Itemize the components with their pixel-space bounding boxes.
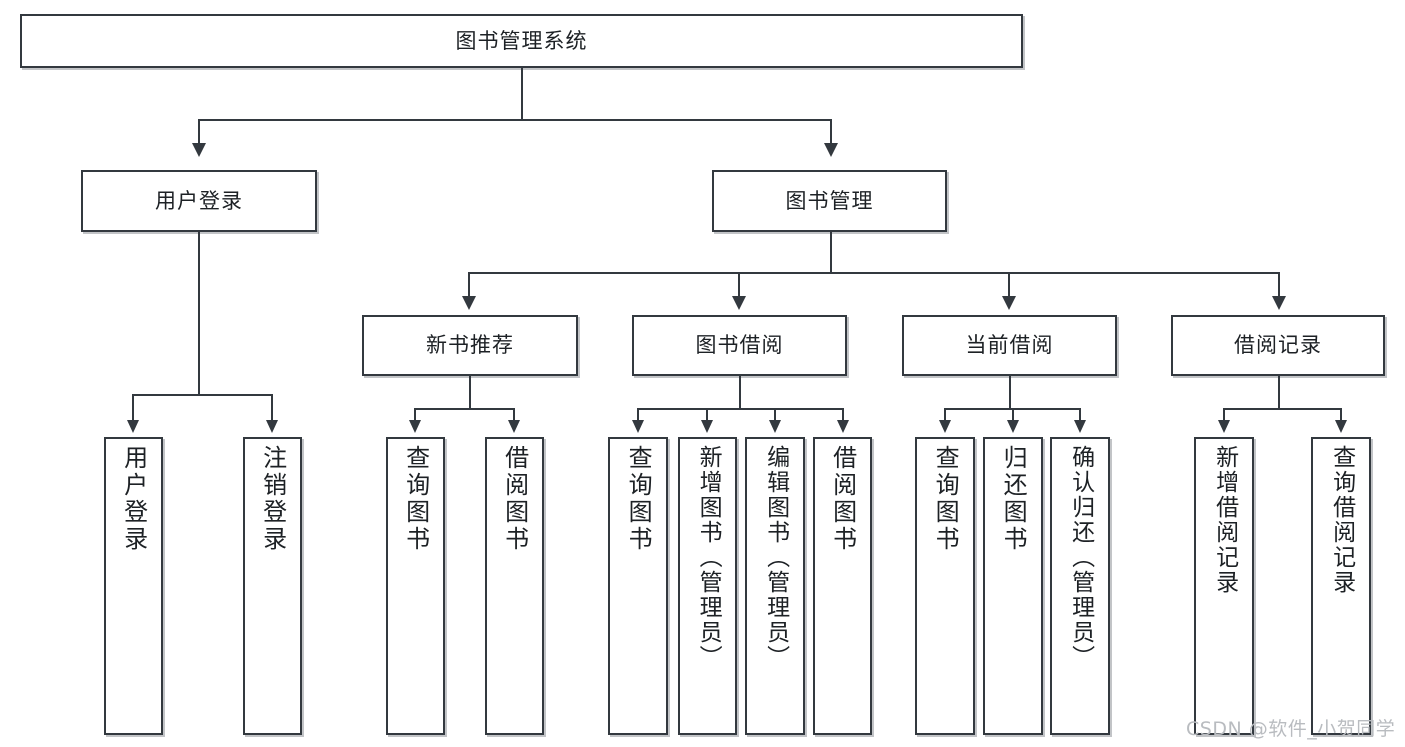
arrowhead-leaf-confirm-return — [1074, 420, 1086, 433]
node-label: 图书管理 — [785, 188, 874, 213]
node-label: 归还图书 — [999, 445, 1028, 553]
arrowhead-book-borrow — [732, 296, 746, 310]
connector-book-borrow-to-leaf-1 — [637, 408, 639, 422]
node-leaf-query-book-3[interactable]: 查询图书 — [915, 437, 975, 735]
arrowhead-leaf-borrow-book-1 — [508, 420, 520, 433]
node-label: 查询图书 — [401, 445, 430, 553]
node-label: 借阅图书 — [828, 445, 857, 553]
arrowhead-leaf-return-book — [1007, 420, 1019, 433]
connector-root-to-book-manage — [830, 119, 832, 147]
connector-user-login-to-leaf-1 — [132, 394, 134, 422]
node-label: 当前借阅 — [965, 333, 1054, 358]
connector-user-login-bus — [132, 394, 272, 396]
connector-borrow-record-to-leaf-2 — [1340, 408, 1342, 422]
node-label: 编辑图书（管理员） — [762, 445, 789, 670]
arrowhead-leaf-add-record — [1218, 420, 1230, 433]
connector-book-manage-to-borrow-record — [1278, 272, 1280, 298]
arrowhead-leaf-user-login — [127, 420, 139, 433]
arrowhead-user-login — [192, 143, 206, 157]
connector-current-borrow-to-leaf-3 — [1079, 408, 1081, 422]
node-leaf-query-book-1[interactable]: 查询图书 — [386, 437, 445, 735]
node-leaf-add-book[interactable]: 新增图书（管理员） — [678, 437, 737, 735]
node-label: 借阅图书 — [500, 445, 529, 553]
node-label: 用户登录 — [119, 445, 148, 553]
node-leaf-query-book-2[interactable]: 查询图书 — [608, 437, 668, 735]
node-leaf-confirm-return[interactable]: 确认归还（管理员） — [1050, 437, 1110, 735]
connector-root-to-user-login — [198, 119, 200, 147]
connector-borrow-record-bus — [1223, 408, 1341, 410]
connector-book-manage-bus — [468, 272, 1280, 274]
node-new-book-rec[interactable]: 新书推荐 — [362, 315, 578, 376]
node-label: 新增借阅记录 — [1211, 445, 1238, 595]
connector-book-manage-to-current-borrow — [1008, 272, 1010, 298]
node-leaf-user-login[interactable]: 用户登录 — [104, 437, 163, 735]
node-label: 确认归还（管理员） — [1067, 445, 1094, 670]
node-leaf-edit-book[interactable]: 编辑图书（管理员） — [745, 437, 805, 735]
connector-borrow-record-to-leaf-1 — [1223, 408, 1225, 422]
arrowhead-leaf-query-book-2 — [632, 420, 644, 433]
connector-current-borrow-stem — [1009, 376, 1011, 409]
node-label: 新增图书（管理员） — [695, 445, 722, 670]
node-leaf-borrow-book-2[interactable]: 借阅图书 — [813, 437, 872, 735]
connector-book-borrow-to-leaf-4 — [842, 408, 844, 422]
node-book-borrow[interactable]: 图书借阅 — [632, 315, 847, 376]
node-leaf-borrow-book-1[interactable]: 借阅图书 — [485, 437, 544, 735]
node-label: 借阅记录 — [1234, 333, 1322, 358]
connector-root-stem — [521, 68, 523, 120]
connector-borrow-record-stem — [1278, 376, 1280, 409]
connector-current-borrow-to-leaf-1 — [944, 408, 946, 422]
arrowhead-new-book-rec — [462, 296, 476, 310]
node-root-system[interactable]: 图书管理系统 — [20, 14, 1023, 68]
connector-user-login-stem — [198, 232, 200, 395]
node-label: 用户登录 — [155, 188, 243, 213]
arrowhead-leaf-add-book — [701, 420, 713, 433]
connector-book-borrow-stem — [739, 376, 741, 409]
node-label: 查询借阅记录 — [1328, 445, 1355, 595]
node-label: 图书借阅 — [695, 333, 784, 358]
arrowhead-leaf-edit-book — [769, 420, 781, 433]
connector-book-manage-to-book-borrow — [738, 272, 740, 298]
arrowhead-leaf-query-book-1 — [409, 420, 421, 433]
node-label: 查询图书 — [931, 445, 960, 553]
arrowhead-leaf-query-record — [1335, 420, 1347, 433]
arrowhead-borrow-record — [1272, 296, 1286, 310]
node-label: 新书推荐 — [426, 333, 514, 358]
node-current-borrow[interactable]: 当前借阅 — [902, 315, 1117, 376]
connector-user-login-to-leaf-2 — [271, 394, 273, 422]
node-label: 图书管理系统 — [455, 28, 588, 53]
node-leaf-add-record[interactable]: 新增借阅记录 — [1194, 437, 1254, 735]
node-book-manage[interactable]: 图书管理 — [712, 170, 947, 232]
connector-book-borrow-to-leaf-2 — [706, 408, 708, 422]
arrowhead-current-borrow — [1002, 296, 1016, 310]
node-label: 注销登录 — [258, 445, 287, 553]
node-user-login[interactable]: 用户登录 — [81, 170, 317, 232]
arrowhead-leaf-logout — [266, 420, 278, 433]
connector-new-book-rec-to-leaf-2 — [513, 408, 515, 422]
connector-current-borrow-to-leaf-2 — [1012, 408, 1014, 422]
connector-new-book-rec-bus — [414, 408, 514, 410]
watermark-text: CSDN @软件_小贺同学 — [1186, 718, 1396, 740]
node-leaf-logout[interactable]: 注销登录 — [243, 437, 302, 735]
connector-root-bus — [198, 119, 832, 121]
node-label: 查询图书 — [624, 445, 653, 553]
node-borrow-record[interactable]: 借阅记录 — [1171, 315, 1385, 376]
node-leaf-query-record[interactable]: 查询借阅记录 — [1311, 437, 1371, 735]
connector-book-manage-to-new-book-rec — [468, 272, 470, 298]
arrowhead-leaf-borrow-book-2 — [837, 420, 849, 433]
arrowhead-leaf-query-book-3 — [939, 420, 951, 433]
connector-new-book-rec-to-leaf-1 — [414, 408, 416, 422]
connector-book-borrow-to-leaf-3 — [774, 408, 776, 422]
node-leaf-return-book[interactable]: 归还图书 — [983, 437, 1043, 735]
connector-new-book-rec-stem — [469, 376, 471, 409]
connector-book-manage-stem — [830, 232, 832, 274]
connector-book-borrow-bus — [637, 408, 843, 410]
arrowhead-book-manage — [824, 143, 838, 157]
